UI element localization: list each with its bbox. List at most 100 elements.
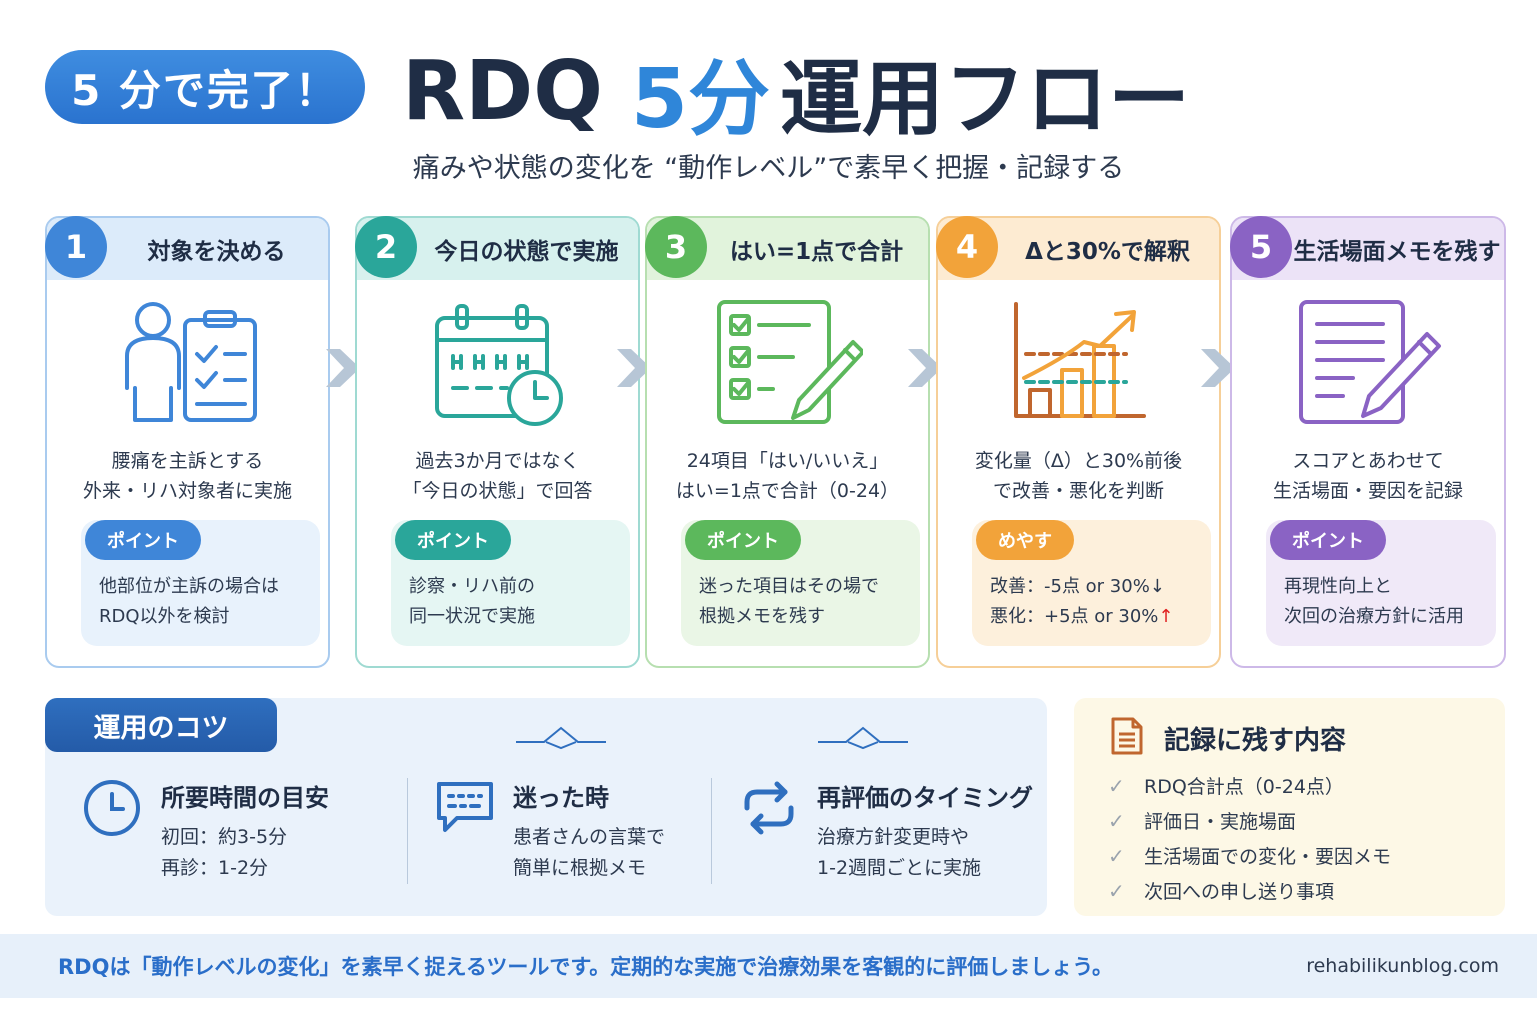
list-item: ✓ 生活場面での変化・要因メモ xyxy=(1108,838,1391,873)
step-4-desc: 変化量（Δ）と30%前後 で改善・悪化を判断 xyxy=(938,446,1219,506)
refresh-icon xyxy=(744,781,794,835)
step-5-point-box: ポイント 再現性向上と 次回の治療方針に活用 xyxy=(1266,520,1496,646)
step-3-card: 3 はい=1点で合計 24項目「はい/いいえ」 はい=1点で合計（0-24） ポ… xyxy=(645,216,930,668)
title-accent: 5分 xyxy=(630,51,770,147)
flow-arrow-icon xyxy=(1201,349,1235,387)
step-4-point-box: めやす 改善：-5点 or 30%↓ 悪化：+5点 or 30%↑ xyxy=(972,520,1211,646)
title-suffix: 運用フロー xyxy=(779,51,1190,147)
clock-icon xyxy=(84,780,140,836)
list-item: ✓ 次回への申し送り事項 xyxy=(1108,873,1391,908)
step-2-point-text: 診察・リハ前の 同一状況で実施 xyxy=(409,572,535,632)
flow-arrow-icon xyxy=(326,349,360,387)
record-title: 記録に残す内容 xyxy=(1164,726,1347,756)
tip-time-body: 初回：約3-5分 再診：1-2分 xyxy=(161,822,287,884)
step-5-desc-line2: 生活場面・要因を記録 xyxy=(1272,480,1463,502)
step-3-desc-line1: 24項目「はい/いいえ」 xyxy=(686,450,889,472)
record-item-text: RDQ合計点（0-24点） xyxy=(1144,776,1344,798)
flow-arrow-icon xyxy=(617,349,651,387)
step-4-desc-line2: で改善・悪化を判断 xyxy=(992,480,1164,502)
tip-time-line2: 再診：1-2分 xyxy=(161,857,269,879)
step-2-title: 今日の状態で実施 xyxy=(434,239,619,265)
step-5-point-line2: 次回の治療方針に活用 xyxy=(1284,606,1464,627)
step-2-card: 2 今日の状態で実施 過去3か月ではなく 「今日の状態」で回答 ポイント 診察・… xyxy=(355,216,640,668)
step-1-point-line1: 他部位が主訴の場合は xyxy=(99,576,279,597)
tip-time-title: 所要時間の目安 xyxy=(161,784,329,812)
step-4-point-line2: 悪化：+5点 or 30%↑ xyxy=(990,602,1174,632)
flow-arrow-icon xyxy=(908,349,942,387)
step-3-desc: 24項目「はい/いいえ」 はい=1点で合計（0-24） xyxy=(647,446,928,506)
tip-unsure-line1: 患者さんの言葉で xyxy=(513,826,666,848)
step-3-point-box: ポイント 迷った項目はその場で 根拠メモを残す xyxy=(681,520,920,646)
step-4-number: 4 xyxy=(936,216,998,278)
record-item-text: 次回への申し送り事項 xyxy=(1144,881,1335,903)
step-3-number: 3 xyxy=(645,216,707,278)
title-prefix: RDQ xyxy=(402,43,603,139)
step-3-title: はい=1点で合計 xyxy=(729,239,904,265)
step-2-point-box: ポイント 診察・リハ前の 同一状況で実施 xyxy=(391,520,630,646)
step-4-desc-line1: 変化量（Δ）と30%前後 xyxy=(974,450,1183,472)
check-icon: ✓ xyxy=(1108,843,1125,868)
tips-divider xyxy=(711,778,712,884)
step-2-point-tag: ポイント xyxy=(395,520,511,560)
footer-message: RDQは「動作レベルの変化」を素早く捉えるツールです。定期的な実施で治療効果を客… xyxy=(58,955,1114,979)
page-subtitle: 痛みや状態の変化を “動作レベル”で素早く把握・記録する xyxy=(412,153,1125,184)
step-1-point-tag: ポイント xyxy=(85,520,201,560)
step-5-desc-line1: スコアとあわせて xyxy=(1292,450,1444,472)
tips-label: 運用のコツ xyxy=(45,698,277,752)
step-2-desc: 過去3か月ではなく 「今日の状態」で回答 xyxy=(357,446,638,506)
tip-reassess-line1: 治療方針変更時や xyxy=(817,826,970,848)
step-1-number: 1 xyxy=(45,216,107,278)
step-1-title: 対象を決める xyxy=(147,239,286,265)
tip-time-line1: 初回：約3-5分 xyxy=(161,826,288,848)
tips-divider xyxy=(407,778,408,884)
step-2-point-line1: 診察・リハ前の xyxy=(409,576,535,597)
record-item-text: 評価日・実施場面 xyxy=(1144,811,1297,833)
record-item-text: 生活場面での変化・要因メモ xyxy=(1144,846,1392,868)
footer-site: rehabilikunblog.com xyxy=(1306,955,1499,977)
check-icon: ✓ xyxy=(1108,808,1125,833)
step-4-title: Δと30%で解釈 xyxy=(1025,239,1190,265)
step-5-point-line1: 再現性向上と xyxy=(1284,576,1392,597)
step-3-point-line2: 根拠メモを残す xyxy=(699,606,825,627)
step-4-card: 4 Δと30%で解釈 変化量（Δ）と30%前後 で改善・悪化を判断 めやす 改善… xyxy=(936,216,1221,668)
time-badge: 5 分で完了！ xyxy=(45,50,365,124)
step-1-desc-line1: 腰痛を主訴とする xyxy=(111,450,264,472)
tip-reassess-line2: 1-2週間ごとに実施 xyxy=(817,857,982,879)
step-1-point-text: 他部位が主訴の場合は RDQ以外を検討 xyxy=(99,572,279,632)
tips-panel: 運用のコツ 所要時間の目安 初回：約3-5分 再診：1-2分 迷った時 患者さん… xyxy=(45,698,1047,916)
step-3-point-text: 迷った項目はその場で 根拠メモを残す xyxy=(699,572,879,632)
checklist-pencil-icon xyxy=(716,300,863,424)
step-5-point-text: 再現性向上と 次回の治療方針に活用 xyxy=(1284,572,1464,632)
step-2-desc-line1: 過去3か月ではなく xyxy=(415,450,580,472)
document-icon xyxy=(1111,717,1143,755)
step-2-point-line2: 同一状況で実施 xyxy=(409,606,535,627)
step-2-desc-line2: 「今日の状態」で回答 xyxy=(402,480,593,502)
tip-unsure-body: 患者さんの言葉で 簡単に根拠メモ xyxy=(513,822,665,884)
tip-unsure-line2: 簡単に根拠メモ xyxy=(513,857,647,879)
note-pencil-icon xyxy=(1299,300,1441,424)
step-4-point-line1: 改善：-5点 or 30%↓ xyxy=(990,576,1165,597)
step-2-number: 2 xyxy=(355,216,417,278)
check-icon: ✓ xyxy=(1108,878,1125,903)
up-arrow-icon: ↑ xyxy=(1158,606,1174,627)
bar-chart-icon xyxy=(1013,302,1146,418)
check-icon: ✓ xyxy=(1108,773,1125,798)
page-title: RDQ 5分 運用フロー xyxy=(402,36,1190,147)
step-3-desc-line2: はい=1点で合計（0-24） xyxy=(675,480,900,502)
tip-reassess-body: 治療方針変更時や 1-2週間ごとに実施 xyxy=(817,822,981,884)
calendar-clock-icon xyxy=(434,304,563,426)
step-5-card: 5 生活場面メモを残す スコアとあわせて 生活場面・要因を記録 ポイント 再現性… xyxy=(1230,216,1506,668)
step-1-desc-line2: 外来・リハ対象者に実施 xyxy=(82,480,292,502)
step-5-point-tag: ポイント xyxy=(1270,520,1386,560)
list-item: ✓ RDQ合計点（0-24点） xyxy=(1108,768,1391,803)
step-5-title: 生活場面メモを残す xyxy=(1293,239,1501,265)
step-3-point-line1: 迷った項目はその場で xyxy=(699,576,879,597)
step-5-number: 5 xyxy=(1230,216,1292,278)
step-1-point-box: ポイント 他部位が主訴の場合は RDQ以外を検討 xyxy=(81,520,320,646)
tip-unsure-title: 迷った時 xyxy=(513,784,609,812)
list-item: ✓ 評価日・実施場面 xyxy=(1108,803,1391,838)
step-3-point-tag: ポイント xyxy=(685,520,801,560)
step-1-point-line2: RDQ以外を検討 xyxy=(99,606,230,627)
footer-banner: RDQは「動作レベルの変化」を素早く捉えるツールです。定期的な実施で治療効果を客… xyxy=(0,934,1537,998)
step-4-point-tag: めやす xyxy=(976,520,1074,560)
